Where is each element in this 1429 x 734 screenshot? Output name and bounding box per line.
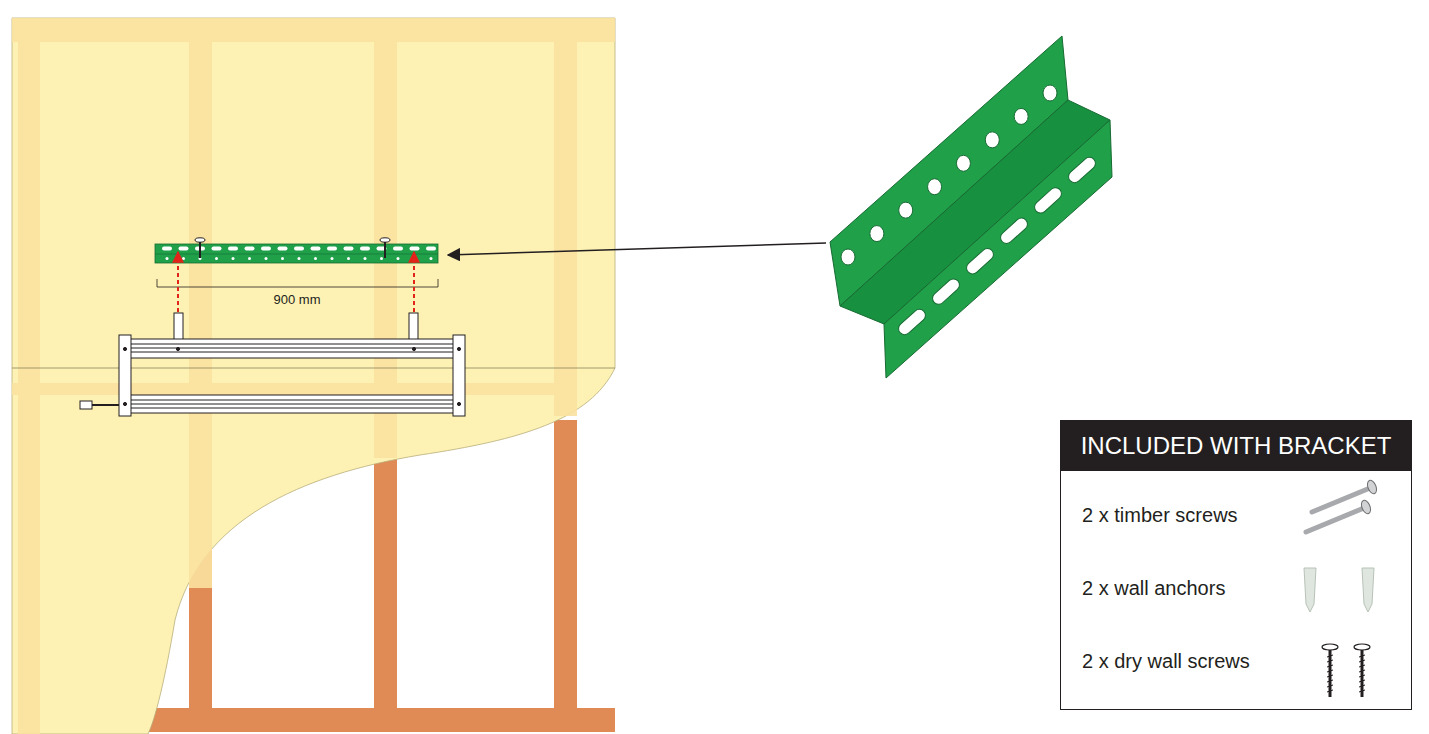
bracket-slot	[964, 246, 996, 276]
screw-thread	[1359, 675, 1365, 677]
screw-thread	[1327, 655, 1333, 657]
screw-thread	[1359, 690, 1365, 692]
drywall-screw-icon	[1322, 644, 1370, 697]
part-label: 2 x timber screws	[1082, 504, 1238, 527]
bracket-slot	[212, 247, 222, 251]
bracket-hole	[985, 132, 999, 148]
bracket-slot	[228, 247, 238, 251]
wall-sheet	[12, 18, 615, 734]
screw-thread	[1359, 685, 1365, 687]
screw-thread	[1327, 670, 1333, 672]
bracket-closeup	[830, 36, 1112, 378]
bracket-hole	[430, 257, 433, 260]
bracket-slot	[393, 247, 403, 251]
bracket-hole	[1014, 108, 1028, 124]
bracket-hole	[281, 257, 284, 260]
screw-thread	[1359, 680, 1365, 682]
bracket-hole	[380, 257, 383, 260]
bracket-slot	[410, 247, 420, 251]
sheet-joint	[12, 368, 615, 369]
bracket-slot	[162, 247, 172, 251]
timber-screw-icon	[1306, 479, 1378, 532]
bracket-hole	[265, 257, 268, 260]
screw-thread	[1359, 665, 1365, 667]
screw-thread	[1327, 680, 1333, 682]
bracket-screws	[195, 238, 390, 258]
bracket-hole	[347, 257, 350, 260]
table-heading: INCLUDED WITH BRACKET	[1061, 421, 1411, 471]
bracket-slot	[278, 247, 288, 251]
screw-thread	[1327, 685, 1333, 687]
wall-bracket	[155, 244, 438, 263]
bracket-hole	[182, 257, 185, 260]
dimension-line	[157, 279, 438, 287]
bracket-hole	[928, 179, 942, 195]
bracket-hole	[232, 257, 235, 260]
screw-thread	[1327, 665, 1333, 667]
bracket-hole	[298, 257, 301, 260]
bracket-hole	[314, 257, 317, 260]
bracket-hole	[166, 257, 169, 260]
hang-arrows	[178, 252, 414, 312]
bracket-slot	[179, 247, 189, 251]
screw-thread	[1359, 660, 1365, 662]
screw-thread	[1327, 675, 1333, 677]
bracket-slot	[245, 247, 255, 251]
bracket-hole	[1043, 85, 1057, 101]
screw-thread	[1359, 670, 1365, 672]
bracket-slot	[311, 247, 321, 251]
heater-unit	[80, 313, 465, 416]
screw-thread	[1327, 690, 1333, 692]
parts-box-ground	[1060, 420, 1412, 710]
dimension-label: 900 mm	[274, 292, 321, 307]
screw-thread	[1359, 655, 1365, 657]
bracket-hole	[215, 257, 218, 260]
callout-arrow	[448, 243, 826, 255]
bracket-hole	[364, 257, 367, 260]
bracket-hole	[870, 226, 884, 242]
part-label: 2 x wall anchors	[1082, 577, 1225, 600]
bracket-slot	[930, 276, 962, 306]
bracket-slot	[896, 307, 928, 337]
part-label: 2 x dry wall screws	[1082, 650, 1250, 673]
bracket-slot	[998, 216, 1030, 246]
bracket-slot	[294, 247, 304, 251]
bracket-slot	[261, 247, 271, 251]
bracket-hole	[956, 155, 970, 171]
bracket-hole	[331, 257, 334, 260]
bracket-slot	[360, 247, 370, 251]
bracket-hole	[248, 257, 251, 260]
bracket-hole	[397, 257, 400, 260]
bracket-slot	[1032, 185, 1064, 215]
bracket-slot	[327, 247, 337, 251]
bracket-hole	[899, 202, 913, 218]
wall-anchor-icon	[1304, 568, 1374, 612]
bracket-slot	[1066, 155, 1098, 185]
bracket-slot	[344, 247, 354, 251]
screw-thread	[1327, 660, 1333, 662]
stud-shadows	[12, 18, 615, 734]
bracket-hole	[841, 249, 855, 265]
bracket-slot	[426, 247, 436, 251]
